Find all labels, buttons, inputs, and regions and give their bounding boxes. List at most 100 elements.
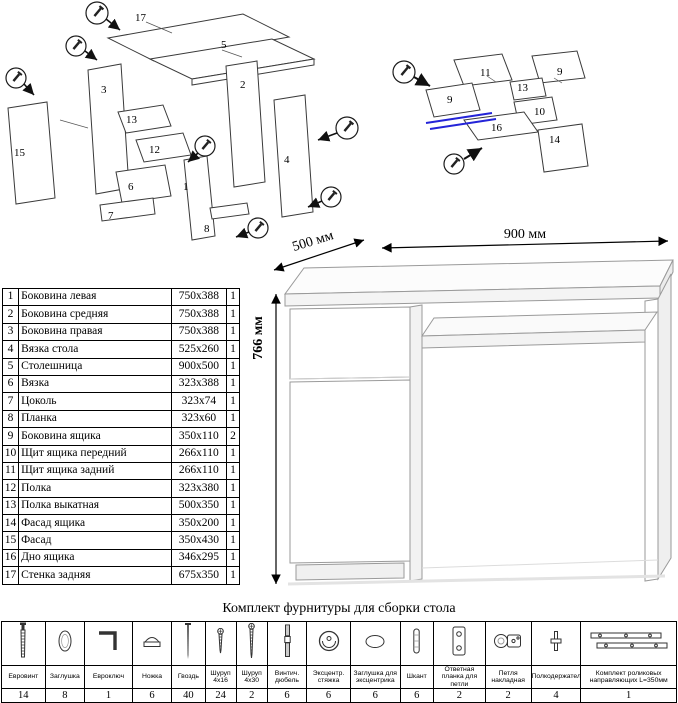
part-qty: 1 bbox=[225, 548, 241, 568]
cam-lock-icon bbox=[306, 621, 351, 666]
depth-dimension-label: 500 мм bbox=[291, 228, 336, 255]
part-name: Фасад ящика bbox=[18, 514, 172, 533]
hardware-label: Ответная планка для петли bbox=[432, 665, 486, 689]
part-name: Полка выкатная bbox=[18, 496, 172, 516]
part-qty: 1 bbox=[225, 287, 241, 307]
part-callout: 12 bbox=[149, 144, 160, 156]
part-number: 13 bbox=[1, 496, 20, 516]
part-callout: 6 bbox=[128, 181, 134, 193]
exploded-drawer-labels: 11 9 13 9 10 16 14 bbox=[447, 66, 563, 146]
part-size: 323x388 bbox=[170, 374, 227, 394]
hardware-qty: 6 bbox=[306, 687, 351, 703]
part-size: 900x500 bbox=[170, 357, 227, 376]
part-name: Стенка задняя bbox=[18, 566, 172, 585]
part-number: 7 bbox=[1, 392, 20, 411]
hinge-plate-icon bbox=[432, 621, 486, 666]
hardware-qty: 40 bbox=[171, 687, 206, 703]
part-callout: 3 bbox=[101, 84, 107, 96]
exploded-drawer-panels bbox=[425, 50, 589, 173]
hardware-label: Ножка bbox=[131, 665, 173, 689]
part-callout: 13 bbox=[517, 82, 529, 94]
part-qty: 1 bbox=[225, 461, 241, 481]
part-name: Фасад bbox=[18, 531, 172, 550]
part-size: 266x110 bbox=[170, 461, 227, 481]
part-qty: 1 bbox=[225, 322, 241, 342]
hinge-icon bbox=[484, 621, 532, 666]
hardware-label: Комплект роликовых направляющих L=350мм bbox=[580, 665, 677, 689]
part-size: 350x110 bbox=[170, 427, 227, 446]
part-size: 266x110 bbox=[170, 444, 227, 463]
hardware-title: Комплект фурнитуры для сборки стола bbox=[222, 601, 456, 616]
part-name: Боковина ящика bbox=[18, 427, 172, 446]
part-size: 675x350 bbox=[170, 566, 227, 585]
part-number: 6 bbox=[1, 374, 20, 394]
hardware-label: Шуруп 4x16 bbox=[204, 665, 237, 689]
part-size: 323x60 bbox=[170, 409, 227, 429]
part-qty: 1 bbox=[225, 514, 241, 533]
screw-magnifier-callouts bbox=[392, 60, 483, 175]
width-dimension-label: 900 мм bbox=[504, 228, 546, 242]
part-callout: 7 bbox=[108, 210, 114, 222]
part-callout: 15 bbox=[14, 147, 26, 159]
hardware-qty: 2 bbox=[235, 687, 268, 703]
hardware-qty: 2 bbox=[432, 687, 486, 703]
height-dimension-label: 766 мм bbox=[251, 316, 266, 360]
part-size: 323x74 bbox=[170, 392, 227, 411]
part-name: Планка bbox=[18, 409, 172, 429]
part-callout: 17 bbox=[135, 12, 147, 24]
part-qty: 1 bbox=[225, 374, 241, 394]
part-name: Боковина левая bbox=[18, 287, 172, 307]
part-name: Боковина правая bbox=[18, 322, 172, 342]
desk-body bbox=[283, 259, 674, 582]
hardware-qty: 6 bbox=[131, 687, 173, 703]
hardware-label: Шуруп 4x30 bbox=[235, 665, 268, 689]
part-number: 2 bbox=[1, 305, 20, 324]
hardware-label: Заглушка bbox=[44, 665, 86, 689]
part-number: 8 bbox=[1, 409, 20, 429]
part-name: Вязка стола bbox=[18, 340, 172, 359]
nail-icon bbox=[171, 621, 206, 666]
part-callout: 2 bbox=[240, 79, 246, 91]
door-front bbox=[289, 379, 411, 564]
roller-rails-icon bbox=[580, 621, 677, 666]
part-number: 14 bbox=[1, 514, 20, 533]
hardware-label: Винтич. дюбель bbox=[266, 665, 308, 689]
hardware-label: Евровинт bbox=[1, 665, 46, 689]
hexkey-icon bbox=[84, 621, 133, 666]
part-callout: 1 bbox=[183, 181, 189, 193]
part-number: 16 bbox=[1, 548, 20, 568]
part-qty: 1 bbox=[225, 357, 241, 376]
euroscrew-icon bbox=[1, 621, 46, 666]
part-size: 750x388 bbox=[170, 305, 227, 324]
hardware-label: Евроключ bbox=[84, 665, 133, 689]
hardware-qty: 1 bbox=[580, 687, 677, 703]
part-number: 15 bbox=[1, 531, 20, 550]
part-size: 350x200 bbox=[170, 514, 227, 533]
hardware-label: Эксцентр. стяжка bbox=[306, 665, 351, 689]
part-number: 11 bbox=[1, 461, 20, 481]
hardware-icons-row bbox=[1, 621, 677, 666]
part-name: Вязка bbox=[18, 374, 172, 394]
part-qty: 1 bbox=[225, 409, 241, 429]
part-qty: 1 bbox=[225, 340, 241, 359]
part-callout: 10 bbox=[534, 106, 546, 118]
hardware-label: Полкодержатель bbox=[530, 665, 582, 689]
foot-icon bbox=[131, 621, 173, 666]
part-name: Полка bbox=[18, 479, 172, 498]
part-callout: 8 bbox=[204, 223, 210, 235]
part-qty: 1 bbox=[225, 305, 241, 324]
hardware-qty: 6 bbox=[399, 687, 434, 703]
part-number: 1 bbox=[1, 287, 20, 307]
part-qty: 1 bbox=[225, 479, 241, 498]
exploded-desk-labels: 17 5 3 2 13 12 6 15 7 1 4 8 bbox=[14, 12, 290, 235]
shelf-pin-icon bbox=[530, 621, 582, 666]
